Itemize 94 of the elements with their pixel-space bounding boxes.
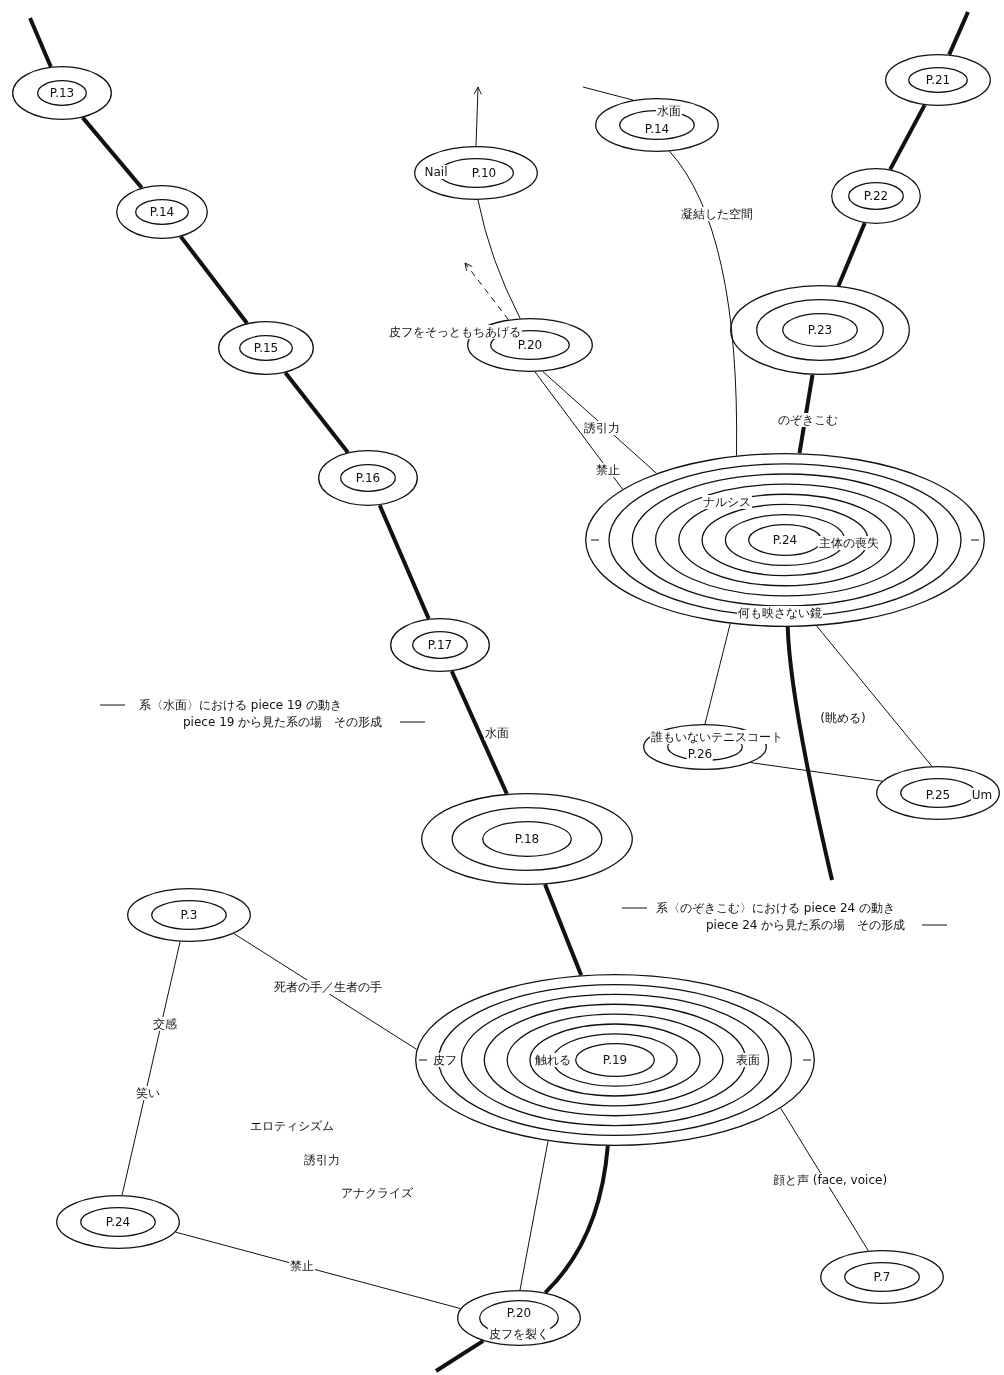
concentric-rings	[415, 974, 815, 1146]
ring-label: 皮フを裂く	[488, 1327, 550, 1341]
concentric-rings	[56, 1195, 180, 1249]
page-label: P.16	[354, 471, 382, 485]
connector-line	[750, 762, 883, 782]
connector-line	[233, 933, 418, 1050]
connector-line	[175, 1231, 462, 1310]
ring-label: 何も映さない鏡	[737, 606, 823, 620]
page-label: P.20	[505, 1306, 533, 1320]
concentric-rings	[12, 66, 112, 120]
ring-label: 触れる	[534, 1053, 572, 1067]
concentric-rings	[421, 793, 633, 885]
ring-label: 誰もいないテニスコート	[650, 730, 784, 744]
page-label: P.23	[806, 323, 834, 337]
note-text: エロティシズム	[249, 1119, 335, 1133]
page-label: P.17	[426, 638, 454, 652]
ring-label: ナルシス	[702, 495, 752, 509]
connector-line	[816, 625, 933, 767]
ring-label: Nail	[423, 165, 449, 179]
thick-line	[449, 670, 509, 795]
connector-line	[582, 86, 634, 101]
note-text: 誘引力	[303, 1153, 341, 1167]
edge-label: 水面	[484, 726, 510, 740]
page-label: P.18	[513, 832, 541, 846]
concentric-rings	[831, 168, 921, 224]
page-label: P.26	[686, 747, 714, 761]
thick-line	[888, 104, 927, 171]
concentric-rings	[730, 285, 910, 375]
ring-label: Um	[970, 788, 994, 802]
concentric-rings	[876, 766, 1000, 820]
edge-label: のぞきこむ	[777, 413, 839, 427]
concentric-rings	[885, 54, 991, 106]
concentric-rings	[218, 321, 314, 375]
connector-line	[780, 1107, 869, 1252]
thick-line	[434, 1339, 485, 1373]
thick-line	[543, 883, 584, 976]
caption-text: piece 24 から見た系の場 その形成	[705, 918, 907, 932]
caption-text: piece 19 から見た系の場 その形成	[182, 715, 384, 729]
thick-line	[283, 371, 350, 454]
connector-line	[669, 150, 738, 457]
page-label: P.22	[862, 189, 890, 203]
note-text: (眺める)	[819, 711, 867, 725]
ring-label: 皮フ	[432, 1053, 458, 1067]
page-label: P.13	[48, 86, 76, 100]
page-label: P.19	[601, 1053, 629, 1067]
edge-label: 禁止	[595, 463, 621, 477]
page-label: P.24	[104, 1215, 132, 1229]
concentric-rings	[820, 1250, 944, 1304]
thick-line	[81, 116, 144, 190]
page-label: P.15	[252, 341, 280, 355]
concentric-rings	[390, 618, 490, 672]
page-label: P.3	[179, 908, 199, 922]
thick-line	[947, 11, 970, 56]
thick-line	[179, 235, 249, 325]
page-label: P.14	[643, 122, 671, 136]
edge-label: 交感	[152, 1017, 178, 1031]
connector-line	[477, 199, 521, 319]
note-text: 笑い	[135, 1086, 161, 1100]
page-label: P.24	[771, 533, 799, 547]
connector-line	[704, 623, 731, 725]
edge-label: 凝結した空間	[680, 207, 754, 221]
arrow	[464, 262, 509, 321]
ring-label: 主体の喪失	[818, 536, 880, 550]
concentric-rings	[595, 98, 719, 152]
thick-line	[797, 374, 815, 454]
page-label: P.7	[872, 1270, 892, 1284]
page-label: P.14	[148, 205, 176, 219]
thick-line	[836, 222, 867, 287]
concentric-rings	[116, 185, 208, 239]
thick-line	[28, 17, 53, 68]
ring-label: 水面	[656, 104, 682, 118]
ring-label: 表面	[735, 1053, 761, 1067]
edge-label: 誘引力	[583, 421, 621, 435]
connector-line	[534, 371, 624, 490]
thick-line	[543, 1145, 610, 1294]
concentric-rings	[127, 888, 251, 942]
page-label: P.10	[470, 166, 498, 180]
connector-line	[542, 370, 657, 474]
page-label: P.20	[516, 338, 544, 352]
concentric-rings	[585, 453, 985, 627]
page-label: P.25	[924, 788, 952, 802]
edge-label: 死者の手／生者の手	[273, 980, 383, 994]
concentric-rings	[414, 146, 538, 200]
note-text: アナクライズ	[340, 1186, 414, 1200]
connector-line	[519, 1140, 549, 1291]
concentric-rings	[457, 1290, 581, 1346]
connector-line	[121, 941, 181, 1196]
concentric-rings	[318, 450, 418, 506]
edge-label: 禁止	[289, 1259, 315, 1273]
side-label: 皮フをそっともちあげる	[388, 325, 522, 339]
edge-label: 顔と声 (face, voice)	[771, 1173, 889, 1187]
thick-line	[377, 504, 431, 620]
page-label: P.21	[924, 73, 952, 87]
thick-line	[785, 626, 834, 881]
